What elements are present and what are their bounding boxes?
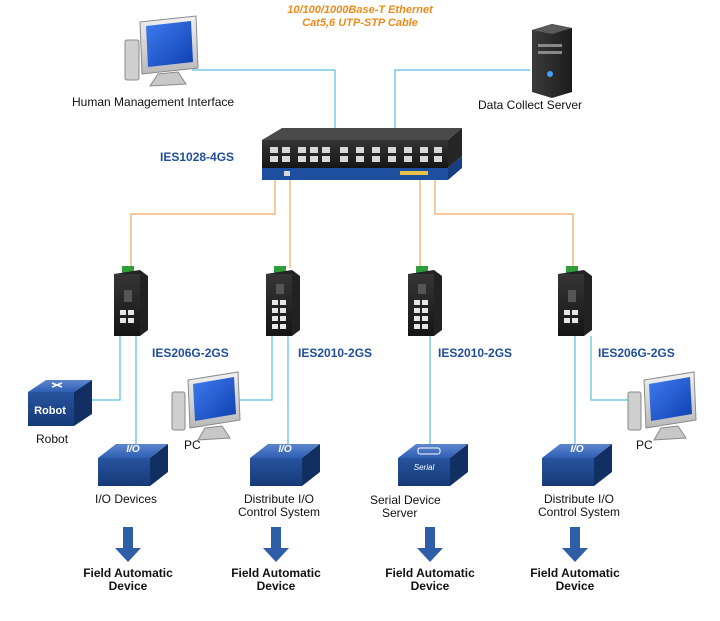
edge-switch-2-icon bbox=[266, 266, 300, 336]
switch-2-model: IES2010-2GS bbox=[298, 346, 373, 360]
pc-label-left: PC bbox=[184, 438, 201, 452]
switch-4-model: IES206G-2GS bbox=[598, 346, 675, 360]
io-device-label-4: Distribute I/O Control System bbox=[516, 493, 642, 519]
core-switch-icon bbox=[262, 128, 462, 180]
robot-box-icon bbox=[28, 380, 92, 426]
field-device-label-1-line-1: Field Automatic bbox=[83, 566, 173, 580]
link-core-to-switch-1 bbox=[130, 178, 276, 268]
hmi-computer-icon bbox=[124, 15, 199, 87]
pc-label-right: PC bbox=[636, 438, 653, 452]
core-switch-model: IES1028-4GS bbox=[160, 150, 235, 164]
link-core-to-switch-4 bbox=[434, 178, 574, 268]
field-device-label-1: Field Automatic Device bbox=[68, 567, 188, 593]
io-box-icon-3 bbox=[542, 444, 612, 486]
edge-switch-4-icon bbox=[558, 266, 592, 336]
field-device-label-4-line-2: Device bbox=[555, 579, 595, 593]
link-core-to-hmi bbox=[192, 69, 336, 132]
down-arrow-icon-1 bbox=[115, 527, 141, 562]
field-device-label-2-line-2: Device bbox=[256, 579, 296, 593]
io-device-label-1-line-1: I/O Devices bbox=[94, 492, 157, 506]
link-sw2-to-pc bbox=[236, 336, 273, 401]
link-sw1-to-robot bbox=[92, 336, 121, 401]
field-device-label-1-line-2: Device bbox=[108, 579, 148, 593]
field-device-label-4-line-1: Field Automatic bbox=[530, 566, 620, 580]
down-arrow-icon-2 bbox=[263, 527, 289, 562]
link-core-to-server bbox=[394, 69, 530, 132]
down-arrow-icon-4 bbox=[562, 527, 588, 562]
serial-device-label: Serial Device Server bbox=[370, 494, 470, 520]
server-tower-icon bbox=[532, 24, 572, 98]
edge-switch-3-icon bbox=[408, 266, 442, 336]
robot-badge-text: Robot bbox=[34, 405, 66, 417]
io-box-text-2: I/O bbox=[278, 444, 292, 455]
pc-computer-icon-left bbox=[171, 371, 241, 441]
edge-switch-1-icon bbox=[114, 266, 148, 336]
io-device-label-1: I/O Devices bbox=[66, 493, 186, 506]
switch-3-model: IES2010-2GS bbox=[438, 346, 513, 360]
io-device-label-2-line-1: Distribute I/O bbox=[243, 492, 315, 506]
field-device-label-2-line-1: Field Automatic bbox=[231, 566, 321, 580]
io-box-icon-2 bbox=[250, 444, 320, 486]
serial-box-icon bbox=[398, 444, 468, 486]
field-device-label-2: Field Automatic Device bbox=[216, 567, 336, 593]
serial-box-text: Serial bbox=[414, 463, 435, 472]
connection-lines bbox=[92, 69, 630, 450]
switch-1-model: IES206G-2GS bbox=[152, 346, 229, 360]
cable-caption-line-2: Cat5,6 UTP-STP Cable bbox=[302, 17, 418, 29]
io-device-label-4-line-2: Control System bbox=[537, 505, 621, 519]
io-box-icon-1 bbox=[98, 444, 168, 486]
io-box-text-3: I/O bbox=[570, 444, 584, 455]
field-device-label-3-line-1: Field Automatic bbox=[385, 566, 475, 580]
field-device-label-4: Field Automatic Device bbox=[515, 567, 635, 593]
serial-device-label-line-2: Server bbox=[382, 506, 418, 520]
link-sw4-to-pc bbox=[590, 336, 630, 401]
pc-computer-icon-right bbox=[627, 371, 697, 441]
io-device-label-4-line-1: Distribute I/O bbox=[543, 492, 615, 506]
hmi-label: Human Management Interface bbox=[72, 95, 235, 109]
field-device-label-3: Field Automatic Device bbox=[370, 567, 490, 593]
down-arrow-icon-3 bbox=[417, 527, 443, 562]
io-box-text-1: I/O bbox=[126, 444, 140, 455]
io-device-label-2: Distribute I/O Control System bbox=[216, 493, 342, 519]
robot-label: Robot bbox=[36, 432, 69, 446]
cable-caption-line-1: 10/100/1000Base-T Ethernet bbox=[287, 4, 433, 16]
server-label: Data Collect Server bbox=[478, 98, 583, 112]
serial-device-label-line-1: Serial Device bbox=[370, 493, 441, 507]
down-arrows bbox=[115, 527, 588, 562]
io-device-label-2-line-2: Control System bbox=[237, 505, 321, 519]
field-device-label-3-line-2: Device bbox=[410, 579, 450, 593]
